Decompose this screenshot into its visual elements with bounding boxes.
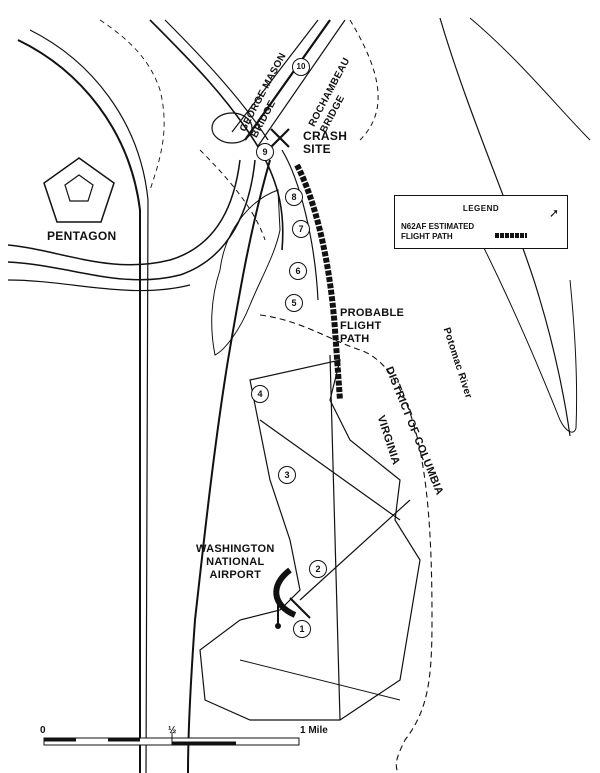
runway-main xyxy=(329,354,341,721)
scale-end-label: 1 Mile xyxy=(300,725,328,736)
marker-3: 3 xyxy=(278,466,296,484)
marker-2: 2 xyxy=(309,560,327,578)
river-dashed-line-2 xyxy=(349,19,379,141)
terminal xyxy=(273,567,297,618)
marker-7: 7 xyxy=(292,220,310,238)
interchange-loop xyxy=(211,112,253,144)
highway-arc-2 xyxy=(29,29,149,773)
crash-x-2 xyxy=(270,128,290,148)
crash-site-label: CRASH SITE xyxy=(303,129,348,156)
terminal-point xyxy=(275,623,281,629)
pentagon-label: PENTAGON xyxy=(47,229,117,243)
highway-interchange-3 xyxy=(7,279,191,292)
runway-cross-3 xyxy=(239,659,401,701)
lagoon xyxy=(211,189,281,356)
dc-boundary xyxy=(259,314,433,773)
marker-1: 1 xyxy=(293,620,311,638)
river-dashed-line-1 xyxy=(199,149,266,241)
highway-interchange-2 xyxy=(7,159,256,281)
runway-cross-1 xyxy=(259,419,401,521)
bridge-3-road xyxy=(257,19,346,147)
terminal-pier-2 xyxy=(289,597,311,619)
parkway xyxy=(187,159,271,773)
runway-cross-2 xyxy=(299,499,411,601)
flight-path xyxy=(294,163,343,401)
marker-5: 5 xyxy=(285,294,303,312)
scale-mid-label: ½ xyxy=(168,725,177,736)
pentagon-outer xyxy=(43,157,115,223)
bridge-rochambeau-road xyxy=(244,19,331,141)
bridge-george-mason-road xyxy=(231,19,319,133)
flight-path-thin xyxy=(281,149,319,301)
marker-8: 8 xyxy=(285,188,303,206)
scale-seg-3 xyxy=(172,741,236,745)
legend-box: LEGEND N62AF ESTIMATED FLIGHT PATH ➚ xyxy=(394,195,568,249)
highway-interchange-1 xyxy=(7,159,241,266)
legend-flight-path-swatch xyxy=(495,233,527,238)
highway-arc-1 xyxy=(17,39,141,773)
river-island xyxy=(479,239,578,433)
river-east-bank xyxy=(439,17,571,437)
legend-entry-label: N62AF ESTIMATED FLIGHT PATH xyxy=(401,222,475,241)
airport-outline xyxy=(199,359,421,721)
pentagon-inner xyxy=(64,174,94,202)
probable-flight-path-label: PROBABLE FLIGHT PATH xyxy=(340,307,405,345)
scale-seg-1 xyxy=(44,738,76,742)
scale-seg-2 xyxy=(108,738,140,742)
highway-north-1 xyxy=(149,19,284,251)
scale-start-label: 0 xyxy=(40,725,46,736)
river-east-bank-2 xyxy=(469,17,591,141)
legend-title: LEGEND xyxy=(462,204,500,213)
marker-10: 10 xyxy=(292,58,310,76)
highway-north-2 xyxy=(164,19,269,141)
marker-9: 9 xyxy=(256,143,274,161)
airport-label: WASHINGTON NATIONAL AIRPORT xyxy=(196,543,275,581)
cursor-arrow-icon: ➚ xyxy=(549,206,560,220)
marker-4: 4 xyxy=(251,385,269,403)
marker-6: 6 xyxy=(289,262,307,280)
shoreline-west xyxy=(99,19,165,191)
